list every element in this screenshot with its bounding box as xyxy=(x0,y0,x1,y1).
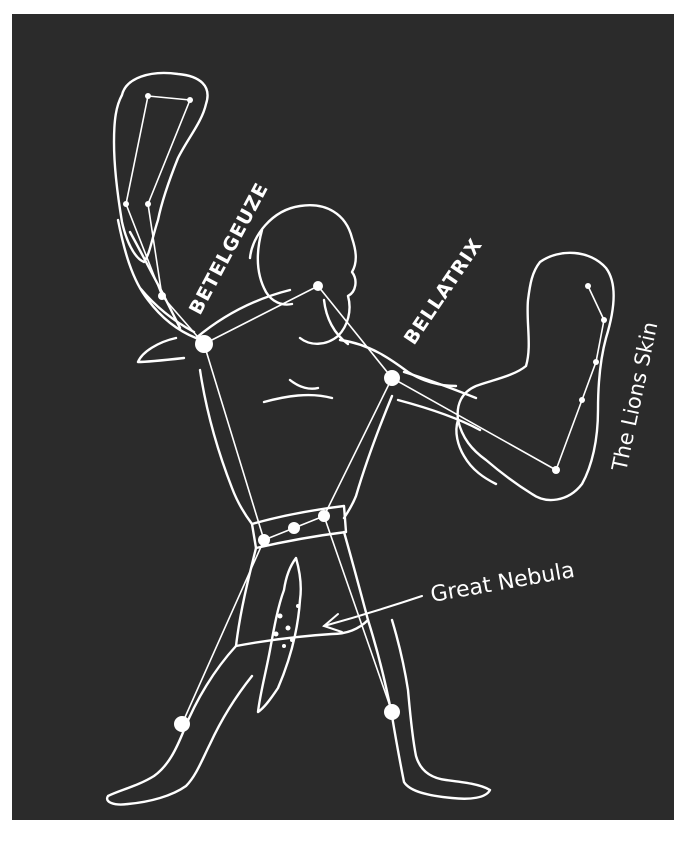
belt-star xyxy=(258,534,270,546)
star xyxy=(601,317,607,323)
star-bellatrix xyxy=(384,370,400,386)
star xyxy=(579,397,585,403)
nebula-star xyxy=(290,638,294,642)
star xyxy=(585,283,591,289)
star xyxy=(593,359,599,365)
night-sky-panel xyxy=(12,14,674,820)
nebula-star xyxy=(278,614,283,619)
star-betelgeuze xyxy=(195,335,213,353)
star xyxy=(187,97,193,103)
belt-star xyxy=(288,522,300,534)
nebula-star xyxy=(282,644,286,648)
nebula-star xyxy=(274,632,279,637)
star xyxy=(384,704,400,720)
star xyxy=(145,201,151,207)
star xyxy=(123,201,129,207)
star xyxy=(313,281,323,291)
star xyxy=(145,93,151,99)
nebula-star xyxy=(296,604,300,608)
nebula-star xyxy=(286,626,291,631)
star xyxy=(552,466,560,474)
belt-star xyxy=(318,510,330,522)
star xyxy=(174,716,190,732)
star xyxy=(158,292,166,300)
